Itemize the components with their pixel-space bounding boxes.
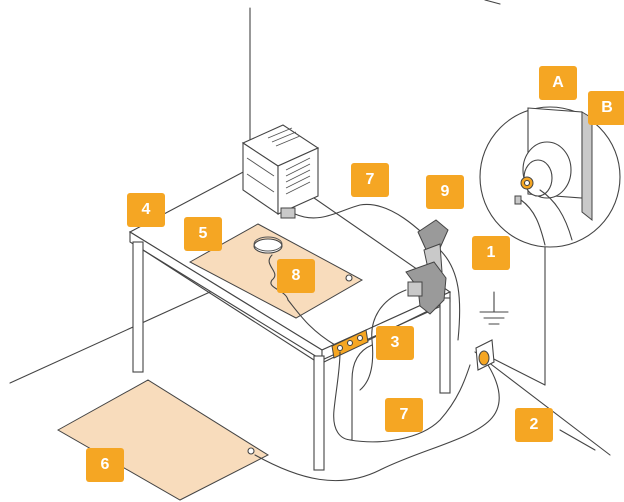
badge-4: 4 (127, 193, 165, 227)
table-mat (188, 223, 364, 319)
badge-9: 9 (426, 175, 464, 209)
floor-mat (56, 379, 270, 501)
badge-5: 5 (184, 217, 222, 251)
badge-3: 3 (376, 326, 414, 360)
badge-1: 1 (472, 236, 510, 270)
ground-bus-strip (331, 329, 373, 441)
room-outline (9, 0, 611, 456)
ground-symbol (479, 291, 509, 325)
magnified-outlet-inset (479, 106, 621, 248)
ground-cables (254, 364, 500, 482)
badge-8: 8 (277, 259, 315, 293)
badge-2: 2 (515, 408, 553, 442)
hardware-rack (241, 124, 461, 341)
badge-7-bottom: 7 (385, 398, 423, 432)
ionizer-fan (359, 219, 449, 391)
badge-7-top: 7 (351, 163, 389, 197)
wrist-strap (253, 236, 336, 346)
wall-outlet (475, 339, 495, 371)
badge-b: B (588, 91, 624, 125)
badge-6: 6 (86, 448, 124, 482)
badge-a: A (539, 66, 577, 100)
